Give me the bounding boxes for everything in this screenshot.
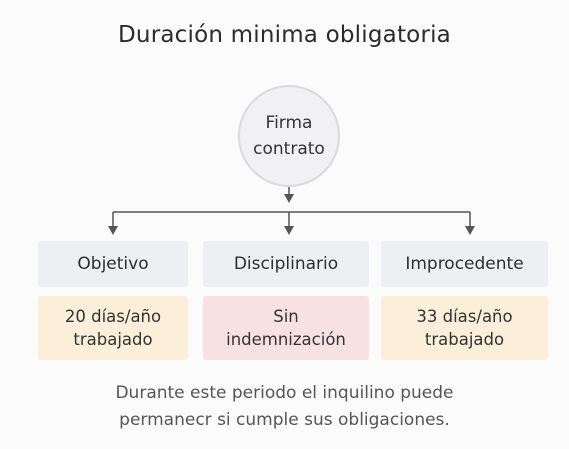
result-disciplinario-line1: Sin [273, 307, 299, 326]
right-arrowhead [465, 226, 475, 235]
root-node-firma-contrato: Firma contrato [238, 85, 340, 187]
result-improcedente-line2: trabajado [424, 330, 505, 349]
center-arrowhead [284, 226, 294, 235]
branch-heading-disciplinario: Disciplinario [203, 241, 369, 287]
diagram-title: Duración minima obligatoria [118, 22, 451, 48]
result-box-disciplinario: Sin indemnización [203, 296, 369, 360]
root-arrowhead [284, 194, 294, 203]
result-improcedente-line1: 33 días/año [416, 307, 513, 326]
footer-note-line1: Durante este periodo el inquilino puede [115, 383, 454, 403]
branch-heading-improcedente: Improcedente [381, 241, 548, 287]
result-box-objetivo: 20 días/año trabajado [38, 296, 188, 360]
result-disciplinario-line2: indemnización [226, 330, 346, 349]
branch-heading-objetivo: Objetivo [38, 241, 188, 287]
footer-note: Durante este periodo el inquilino puede … [0, 380, 569, 434]
result-box-improcedente: 33 días/año trabajado [381, 296, 548, 360]
result-objetivo-line2: trabajado [73, 330, 153, 349]
result-objetivo-line1: 20 días/año [64, 307, 162, 326]
root-node-label-line2: contrato [253, 139, 325, 159]
left-arrowhead [108, 226, 118, 235]
root-node-label-line1: Firma [265, 113, 313, 133]
footer-note-line2: permanecr si cumple sus obligaciones. [119, 410, 450, 430]
